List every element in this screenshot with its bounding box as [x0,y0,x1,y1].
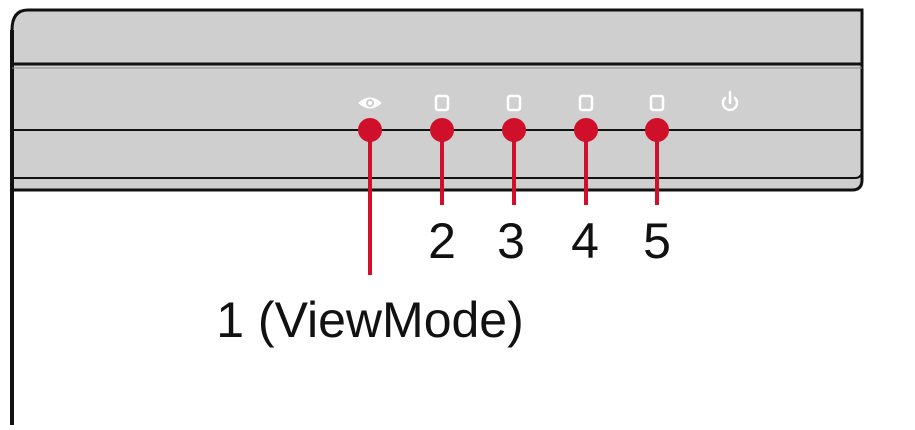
callout-dot-2 [430,118,454,142]
callout-4 [574,118,598,205]
square-icon [649,94,665,112]
button-label-1: 1 (ViewMode) [216,292,524,348]
button-callouts [358,118,669,275]
callout-5 [645,118,669,205]
button-label-4: 4 [571,213,599,269]
button-icons [358,90,739,112]
callout-dot-4 [574,118,598,142]
callout-dot-5 [645,118,669,142]
bezel-right-corner [854,169,863,179]
callout-1 [358,118,382,275]
callout-3 [502,118,526,205]
eye-icon [358,97,382,109]
square-icon [506,94,522,112]
button-label-5: 5 [643,213,671,269]
button-label-3: 3 [497,213,525,269]
square-icon [578,94,594,112]
square-icon [434,94,450,112]
power-icon [721,90,739,112]
button-label-2: 2 [428,213,456,269]
callout-dot-3 [502,118,526,142]
callout-2 [430,118,454,205]
callout-dot-1 [358,118,382,142]
